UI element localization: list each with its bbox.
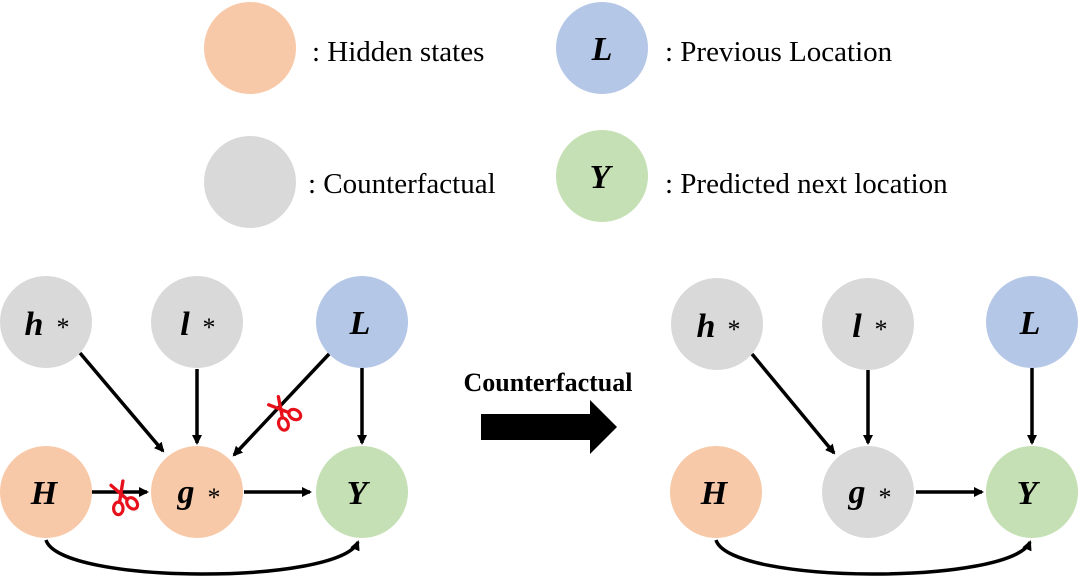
right-causal-graph: h * l * L H g * Y [670, 276, 1078, 576]
legend-item-previous-location: L : Previous Location [556, 2, 893, 94]
svg-text:*: * [879, 483, 892, 512]
transition: Counterfactual [464, 368, 633, 454]
svg-text:*: * [208, 483, 221, 512]
node-g-star: g * [151, 446, 243, 538]
legend-counterfactual-label: : Counterfactual [308, 168, 496, 200]
node-L: L [316, 276, 408, 368]
svg-text:g: g [177, 474, 195, 511]
node-L: L [986, 276, 1078, 368]
node-l-star: l * [151, 276, 243, 368]
legend-hidden-label: : Hidden states [312, 36, 484, 68]
predicted-location-swatch [556, 130, 648, 222]
counterfactual-swatch [204, 136, 296, 228]
hidden-state-swatch [204, 2, 296, 94]
svg-text:H: H [30, 475, 59, 512]
legend-predicted-symbol: Y [590, 159, 614, 196]
legend-previous-symbol: L [591, 31, 613, 68]
node-l-star: l * [822, 278, 914, 370]
left-causal-graph: h * l * L H g * Y [0, 276, 408, 576]
transition-label: Counterfactual [464, 368, 633, 397]
svg-text:*: * [203, 313, 216, 342]
svg-text:L: L [349, 305, 371, 342]
node-h-star: h * [0, 276, 92, 368]
svg-text:h: h [25, 306, 44, 343]
legend: : Hidden states L : Previous Location : … [204, 2, 948, 228]
right-arrow-icon [481, 400, 617, 454]
previous-location-swatch [556, 2, 648, 94]
node-Y: Y [316, 446, 408, 538]
edge-L-to-gstar-cut [232, 351, 332, 457]
node-h-star: h * [671, 278, 763, 370]
legend-item-hidden-states: : Hidden states [204, 2, 484, 94]
node-H: H [0, 446, 92, 538]
svg-text:H: H [700, 475, 729, 512]
edge-H-to-Y-curve [44, 539, 360, 576]
svg-text:Y: Y [1017, 475, 1041, 512]
node-H: H [670, 446, 762, 538]
svg-text:h: h [697, 308, 716, 345]
edge-hstar-to-gstar [750, 352, 836, 455]
svg-text:*: * [728, 315, 741, 344]
legend-previous-label: : Previous Location [665, 36, 893, 68]
svg-text:l: l [852, 308, 862, 345]
svg-text:*: * [57, 313, 70, 342]
svg-text:l: l [180, 306, 190, 343]
svg-text:g: g [848, 474, 866, 511]
scissors-icon [102, 476, 143, 520]
edge-H-to-Y-curve [714, 539, 1032, 576]
edge-hstar-to-gstar [78, 351, 165, 453]
node-Y: Y [986, 446, 1078, 538]
legend-predicted-label: : Predicted next location [665, 168, 948, 200]
node-g-star: g * [822, 446, 914, 538]
legend-item-predicted-location: Y : Predicted next location [556, 130, 948, 222]
svg-text:*: * [875, 315, 888, 344]
legend-item-counterfactual: : Counterfactual [204, 136, 496, 228]
svg-text:L: L [1019, 305, 1041, 342]
scissors-icon [261, 390, 307, 436]
svg-text:Y: Y [347, 475, 371, 512]
